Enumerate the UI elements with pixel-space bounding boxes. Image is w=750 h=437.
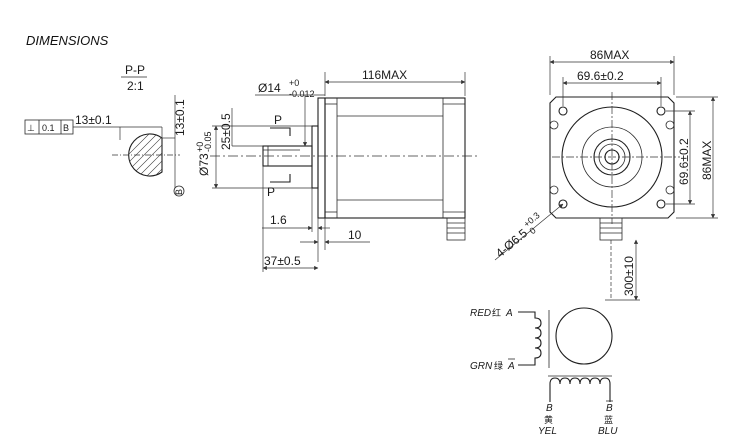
wiring-diagram: RED 红 A GRN 绿 A B 黄 YEL B 蓝 BLU (470, 307, 618, 437)
coil-a (518, 311, 542, 366)
svg-text:红: 红 (492, 307, 501, 318)
flat-width-dimension: 13±0.1 (75, 113, 112, 127)
flange-thickness-dimension: 10 (348, 228, 362, 242)
flat-height-dimension: 13±0.1 (173, 99, 187, 136)
rotor-icon (555, 307, 613, 365)
tolerance-frame: ⊥ 0.1 B (24, 119, 120, 135)
hole-spacing-vertical: 69.6±0.2 (677, 138, 691, 185)
mount-hole-icon (558, 106, 568, 116)
wire-blu-label: BLU (598, 426, 618, 437)
mount-hole-icon (656, 199, 666, 209)
shaft-section-view: P-P 2:1 ⊥ 0.1 B (24, 63, 187, 197)
section-name: P-P (125, 63, 145, 77)
svg-text:B: B (546, 403, 553, 414)
width-dimension: 86MAX (590, 48, 629, 62)
front-flange-outline (549, 96, 675, 219)
mount-hole-icon (656, 106, 666, 116)
perpendicular-icon: ⊥ (27, 123, 35, 133)
page-title: DIMENSIONS (26, 33, 109, 48)
hole-spacing-horizontal: 69.6±0.2 (577, 69, 624, 83)
section-marker-bottom: P (267, 174, 291, 199)
section-marker-top: P (270, 113, 291, 136)
svg-text:蓝: 蓝 (604, 414, 613, 425)
pilot-boss (311, 125, 319, 189)
mount-holes-dimension: 4-Ø6.5 +0.3 0 (493, 210, 542, 261)
body-length-dimension: 116MAX (362, 68, 407, 82)
boss-height-dimension: 1.6 (270, 213, 287, 227)
svg-text:Ø14: Ø14 (258, 81, 281, 95)
svg-text:B: B (63, 123, 69, 133)
svg-text:0: 0 (527, 225, 537, 236)
key-length-dimension: 25±0.5 (219, 113, 233, 150)
front-view: 86MAX 69.6±0.2 69.6±0.2 86MAX 4-Ø6.5 +0.… (493, 48, 718, 301)
svg-text:B: B (606, 403, 613, 414)
front-connector (599, 217, 623, 241)
svg-text:A: A (507, 361, 515, 372)
svg-text:黄: 黄 (544, 414, 553, 425)
shaft-diameter-dimension: Ø14 +0 -0.012 (255, 78, 325, 147)
svg-text:+0: +0 (195, 142, 205, 152)
svg-text:A: A (505, 308, 513, 319)
boss-diameter-dimension: Ø73 +0 -0.05 (195, 131, 213, 176)
side-view: 116MAX Ø14 +0 -0.012 Ø73 +0 -0.05 25±0.5… (195, 68, 480, 272)
svg-text:绿: 绿 (494, 360, 503, 371)
svg-text:+0: +0 (289, 78, 299, 88)
wire-red-label: RED (470, 308, 491, 319)
svg-text:4-Ø6.5: 4-Ø6.5 (493, 226, 530, 261)
svg-text:B: B (174, 189, 184, 195)
shaft-length-dimension: 37±0.5 (264, 254, 301, 268)
datum-b-icon (173, 185, 185, 197)
svg-text:-0.05: -0.05 (203, 131, 213, 152)
svg-text:P: P (267, 185, 275, 199)
wire-yel-label: YEL (538, 426, 557, 437)
svg-text:-0.012: -0.012 (289, 89, 315, 99)
svg-text:P: P (274, 113, 282, 127)
shaft (262, 145, 313, 167)
lead-length-dimension: 300±10 (622, 256, 636, 296)
svg-text:0.1: 0.1 (42, 123, 55, 133)
rear-connector (446, 217, 466, 241)
height-dimension: 86MAX (700, 141, 714, 180)
section-scale: 2:1 (127, 79, 144, 93)
flange-plate (317, 97, 326, 219)
svg-text:Ø73: Ø73 (197, 153, 211, 176)
coil-b (549, 377, 611, 402)
wire-grn-label: GRN (470, 361, 493, 372)
